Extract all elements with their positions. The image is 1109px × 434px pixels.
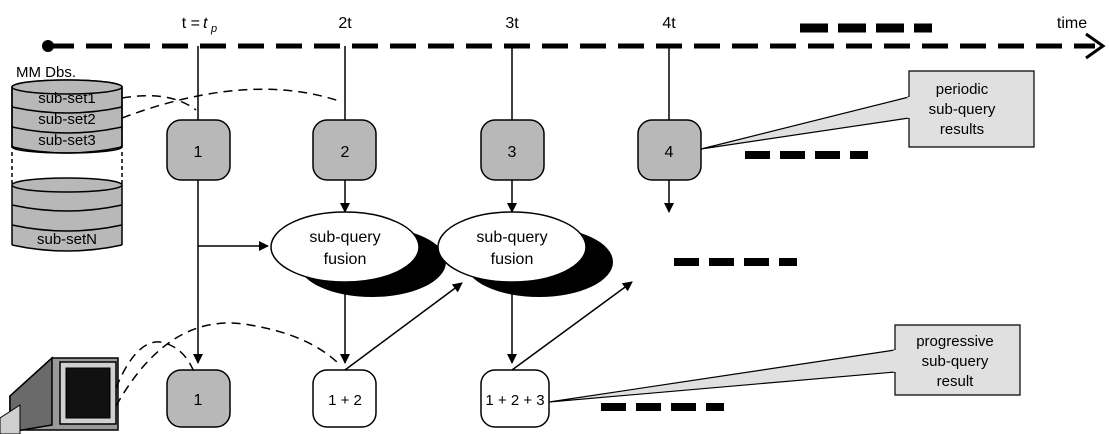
subset-label-2: sub-set2: [38, 111, 96, 128]
subset-label-3: sub-set3: [38, 132, 96, 149]
periodic-node-3-label: 3: [508, 144, 517, 161]
fusion-2: sub-query fusion: [437, 211, 613, 297]
periodic-node-2-label: 2: [341, 144, 350, 161]
periodic-node-1-label: 1: [194, 144, 203, 161]
callout-progressive-line3: result: [937, 373, 975, 390]
callout-periodic-line3: results: [940, 121, 984, 138]
monitor-icon: [0, 356, 119, 434]
result3-onward-arrow: [511, 281, 633, 371]
tick-label-3t: 3t: [505, 15, 519, 32]
fusion-2-line2: fusion: [491, 251, 534, 268]
db-link-subset1: [121, 95, 197, 111]
fusion-2-line1: sub-query: [476, 229, 547, 246]
progressive-node-2-label: 1 + 2: [328, 392, 362, 409]
periodic-node-4-label: 4: [665, 144, 674, 161]
result2-to-fusion2-arrow: [344, 282, 463, 371]
progressive-node-2: [312, 369, 377, 428]
fusion-1-ellipse: [270, 211, 420, 283]
progressive-node-3-label: 1 + 2 + 3: [485, 392, 544, 409]
tick-label-tp-sub: p: [210, 23, 217, 35]
fusion-1: sub-query fusion: [270, 211, 446, 297]
db-link-subset2: [121, 88, 343, 119]
tick-label-tp: t =: [182, 15, 200, 32]
subset-label-1: sub-set1: [38, 90, 96, 107]
time-axis-label: time: [1057, 15, 1087, 32]
fusion-2-ellipse: [437, 211, 587, 283]
database-label: MM Dbs.: [16, 64, 76, 81]
callout-progressive: progressive sub-query result: [548, 324, 1021, 403]
progressive-nodes: 1 1 + 2 1 + 2 + 3: [166, 369, 550, 428]
fusion-1-line2: fusion: [324, 251, 367, 268]
fusion-1-line1: sub-query: [309, 229, 380, 246]
periodic-nodes: 1 2 3 4: [166, 119, 702, 181]
callout-progressive-line2: sub-query: [922, 353, 989, 370]
mm-database: MM Dbs. sub-set1 sub-set2 sub-set3 sub-s…: [11, 64, 123, 252]
tick-label-tp-var: t: [203, 15, 208, 32]
timeline-arrowhead: [1085, 32, 1106, 60]
progressive-node-1-label: 1: [194, 392, 203, 409]
callout-periodic-line2: sub-query: [929, 101, 996, 118]
tick-label-2t: 2t: [338, 15, 352, 32]
tick-label-4t: 4t: [662, 15, 676, 32]
user-link-node1: [115, 341, 195, 389]
callout-progressive-line1: progressive: [916, 333, 994, 350]
subset-label-n: sub-setN: [37, 231, 97, 248]
callout-periodic: periodic sub-query results: [700, 70, 1035, 150]
progressive-node-1: [166, 369, 231, 428]
timeline: time t = t p 2t 3t 4t: [42, 15, 1106, 120]
progressive-node-3: [480, 369, 550, 428]
callout-periodic-line1: periodic: [936, 81, 989, 98]
